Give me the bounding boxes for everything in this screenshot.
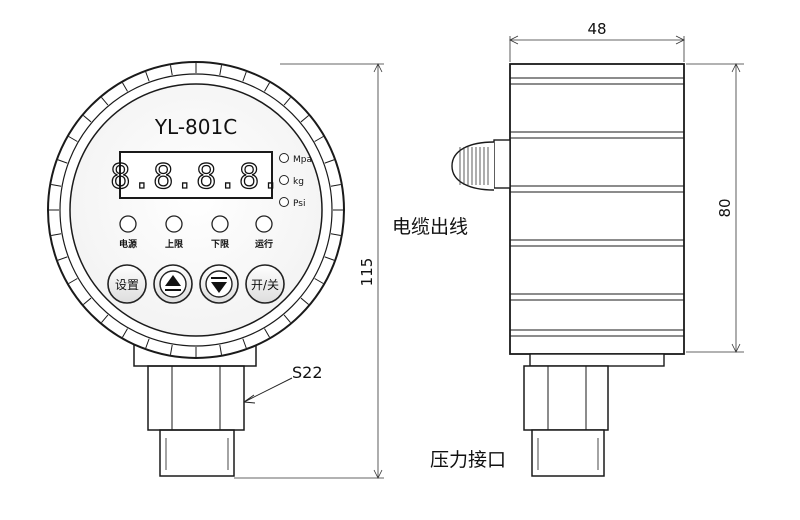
down-arrow-icon (211, 282, 227, 293)
set-button-label: 设置 (115, 278, 139, 292)
knurl-tick (101, 314, 109, 323)
side-width-dimension: 48 (509, 20, 685, 62)
display-digits: 8.8.8.8. (110, 157, 282, 197)
side-width-value: 48 (587, 20, 606, 38)
side-stem (523, 353, 665, 477)
unit-led-psi (279, 197, 289, 207)
led-display: 8.8.8.8. (109, 151, 282, 199)
knurl-tick (145, 71, 150, 82)
knurl-tick (169, 65, 173, 76)
indicator-led-power (119, 215, 137, 233)
unit-led-kg (279, 175, 289, 185)
knurl-tick (242, 71, 247, 82)
knurl-tick (330, 233, 341, 237)
unit-led-mpa (279, 153, 289, 163)
status-indicators: 电源 上限 下限 运行 (119, 215, 273, 250)
knurl-tick (122, 82, 128, 92)
knurl-tick (314, 278, 324, 284)
knurl-tick (122, 328, 128, 338)
front-view: YL-801C 8.8.8.8. Mpa kg Psi 电源 上限 下限 运行 (47, 61, 384, 479)
side-height-dimension: 80 (686, 63, 744, 353)
knurl-tick (283, 314, 291, 323)
knurl-tick (68, 136, 78, 142)
knurl-tick (57, 256, 68, 261)
thread-size-label: S22 (292, 363, 323, 382)
knurl-tick (324, 256, 335, 261)
knurl-tick (264, 328, 270, 338)
knurl-tick (145, 338, 150, 349)
pressure-port-label: 压力接口 (430, 449, 506, 471)
knurl-tick (242, 338, 247, 349)
set-button[interactable]: 设置 (107, 264, 147, 304)
indicator-led-lower (211, 215, 229, 233)
side-height-value: 80 (716, 198, 734, 217)
unit-label-kg: kg (293, 177, 304, 187)
indicator-label-upper: 上限 (165, 238, 184, 250)
up-arrow-icon (165, 275, 181, 286)
knurl-tick (57, 159, 68, 164)
knurl-tick (324, 159, 335, 164)
power-button-label: 开/关 (251, 278, 279, 292)
up-button[interactable] (153, 264, 193, 304)
model-label: YL-801C (154, 115, 237, 139)
knurl-tick (51, 183, 62, 187)
front-height-value: 115 (358, 258, 376, 287)
front-height-dimension: 115 (234, 63, 384, 479)
indicator-label-run: 运行 (255, 238, 273, 250)
down-button[interactable] (199, 264, 239, 304)
knurl-tick (264, 82, 270, 92)
knurl-tick (283, 97, 291, 106)
power-button[interactable]: 开/关 (245, 264, 285, 304)
indicator-led-run (255, 215, 273, 233)
knurl-tick (219, 65, 223, 76)
knurl-tick (68, 278, 78, 284)
indicator-label-power: 电源 (119, 238, 137, 250)
knurl-tick (169, 344, 173, 355)
knurl-tick (101, 97, 109, 106)
knurl-tick (51, 233, 62, 237)
indicator-led-upper (165, 215, 183, 233)
unit-label-psi: Psi (293, 199, 305, 209)
unit-label-mpa: Mpa (293, 155, 312, 165)
knurl-tick (219, 344, 223, 355)
cable-gland (451, 139, 511, 191)
side-view: 48 电缆出线 压力接口 (392, 20, 744, 477)
knurl-tick (83, 297, 92, 305)
cable-outlet-label: 电缆出线 (392, 216, 468, 238)
knurl-tick (83, 115, 92, 123)
side-body (509, 63, 685, 355)
knurl-tick (330, 183, 341, 187)
knurl-tick (314, 136, 324, 142)
indicator-label-lower: 下限 (211, 239, 230, 250)
thread-callout: S22 (243, 363, 323, 404)
unit-indicators: Mpa kg Psi (279, 153, 312, 209)
knurl-tick (300, 115, 309, 123)
knurl-tick (300, 297, 309, 305)
